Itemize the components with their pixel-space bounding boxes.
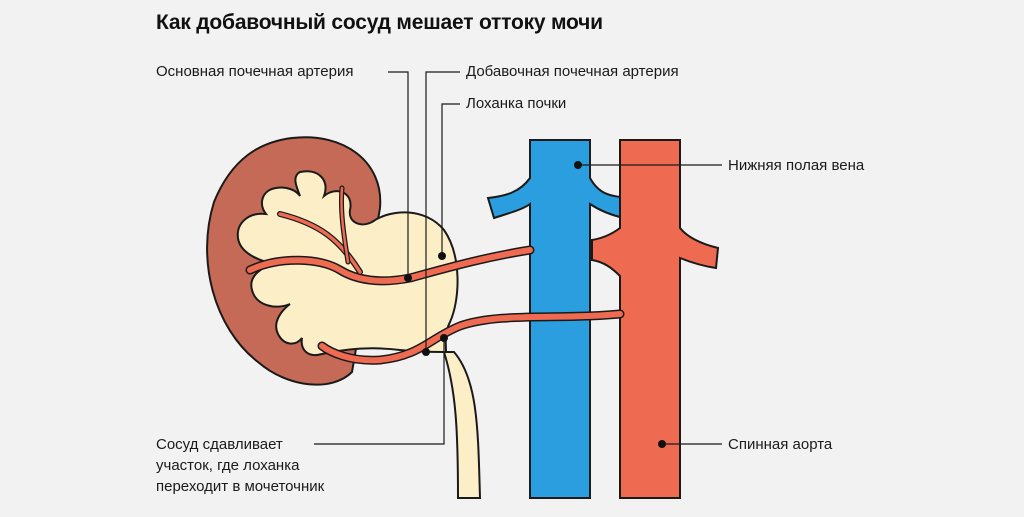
leader-pelvis <box>441 103 460 256</box>
label-accessory-artery: Добавочная почечная артерия <box>466 63 679 80</box>
kidney-inner <box>236 170 482 499</box>
label-compression: Сосуд сдавливает участок, где лоханка пе… <box>156 434 356 497</box>
dot-main-artery <box>404 274 412 282</box>
label-renal-pelvis: Лоханка почки <box>466 95 567 112</box>
page-title: Как добавочный сосуд мешает оттоку мочи <box>156 11 603 34</box>
aorta <box>591 139 720 499</box>
label-vena-cava: Нижняя полая вена <box>728 157 865 174</box>
dot-accessory-artery <box>422 348 430 356</box>
label-main-artery: Основная почечная артерия <box>156 63 354 80</box>
label-compression-line-2: участок, где лоханка <box>156 457 300 474</box>
label-compression-line-3: переходит в мочеточник <box>156 478 325 495</box>
leader-accessory-artery <box>425 71 460 352</box>
marker-dots <box>404 161 666 448</box>
dot-aorta <box>658 440 666 448</box>
leader-main-artery <box>388 71 409 278</box>
leader-compression <box>314 338 445 445</box>
label-aorta: Спинная аорта <box>728 436 833 453</box>
dot-compression <box>440 334 448 342</box>
dot-pelvis <box>438 252 446 260</box>
dot-vena-cava <box>574 161 582 169</box>
label-compression-line-1: Сосуд сдавливает <box>156 436 283 453</box>
leader-lines <box>314 71 722 445</box>
